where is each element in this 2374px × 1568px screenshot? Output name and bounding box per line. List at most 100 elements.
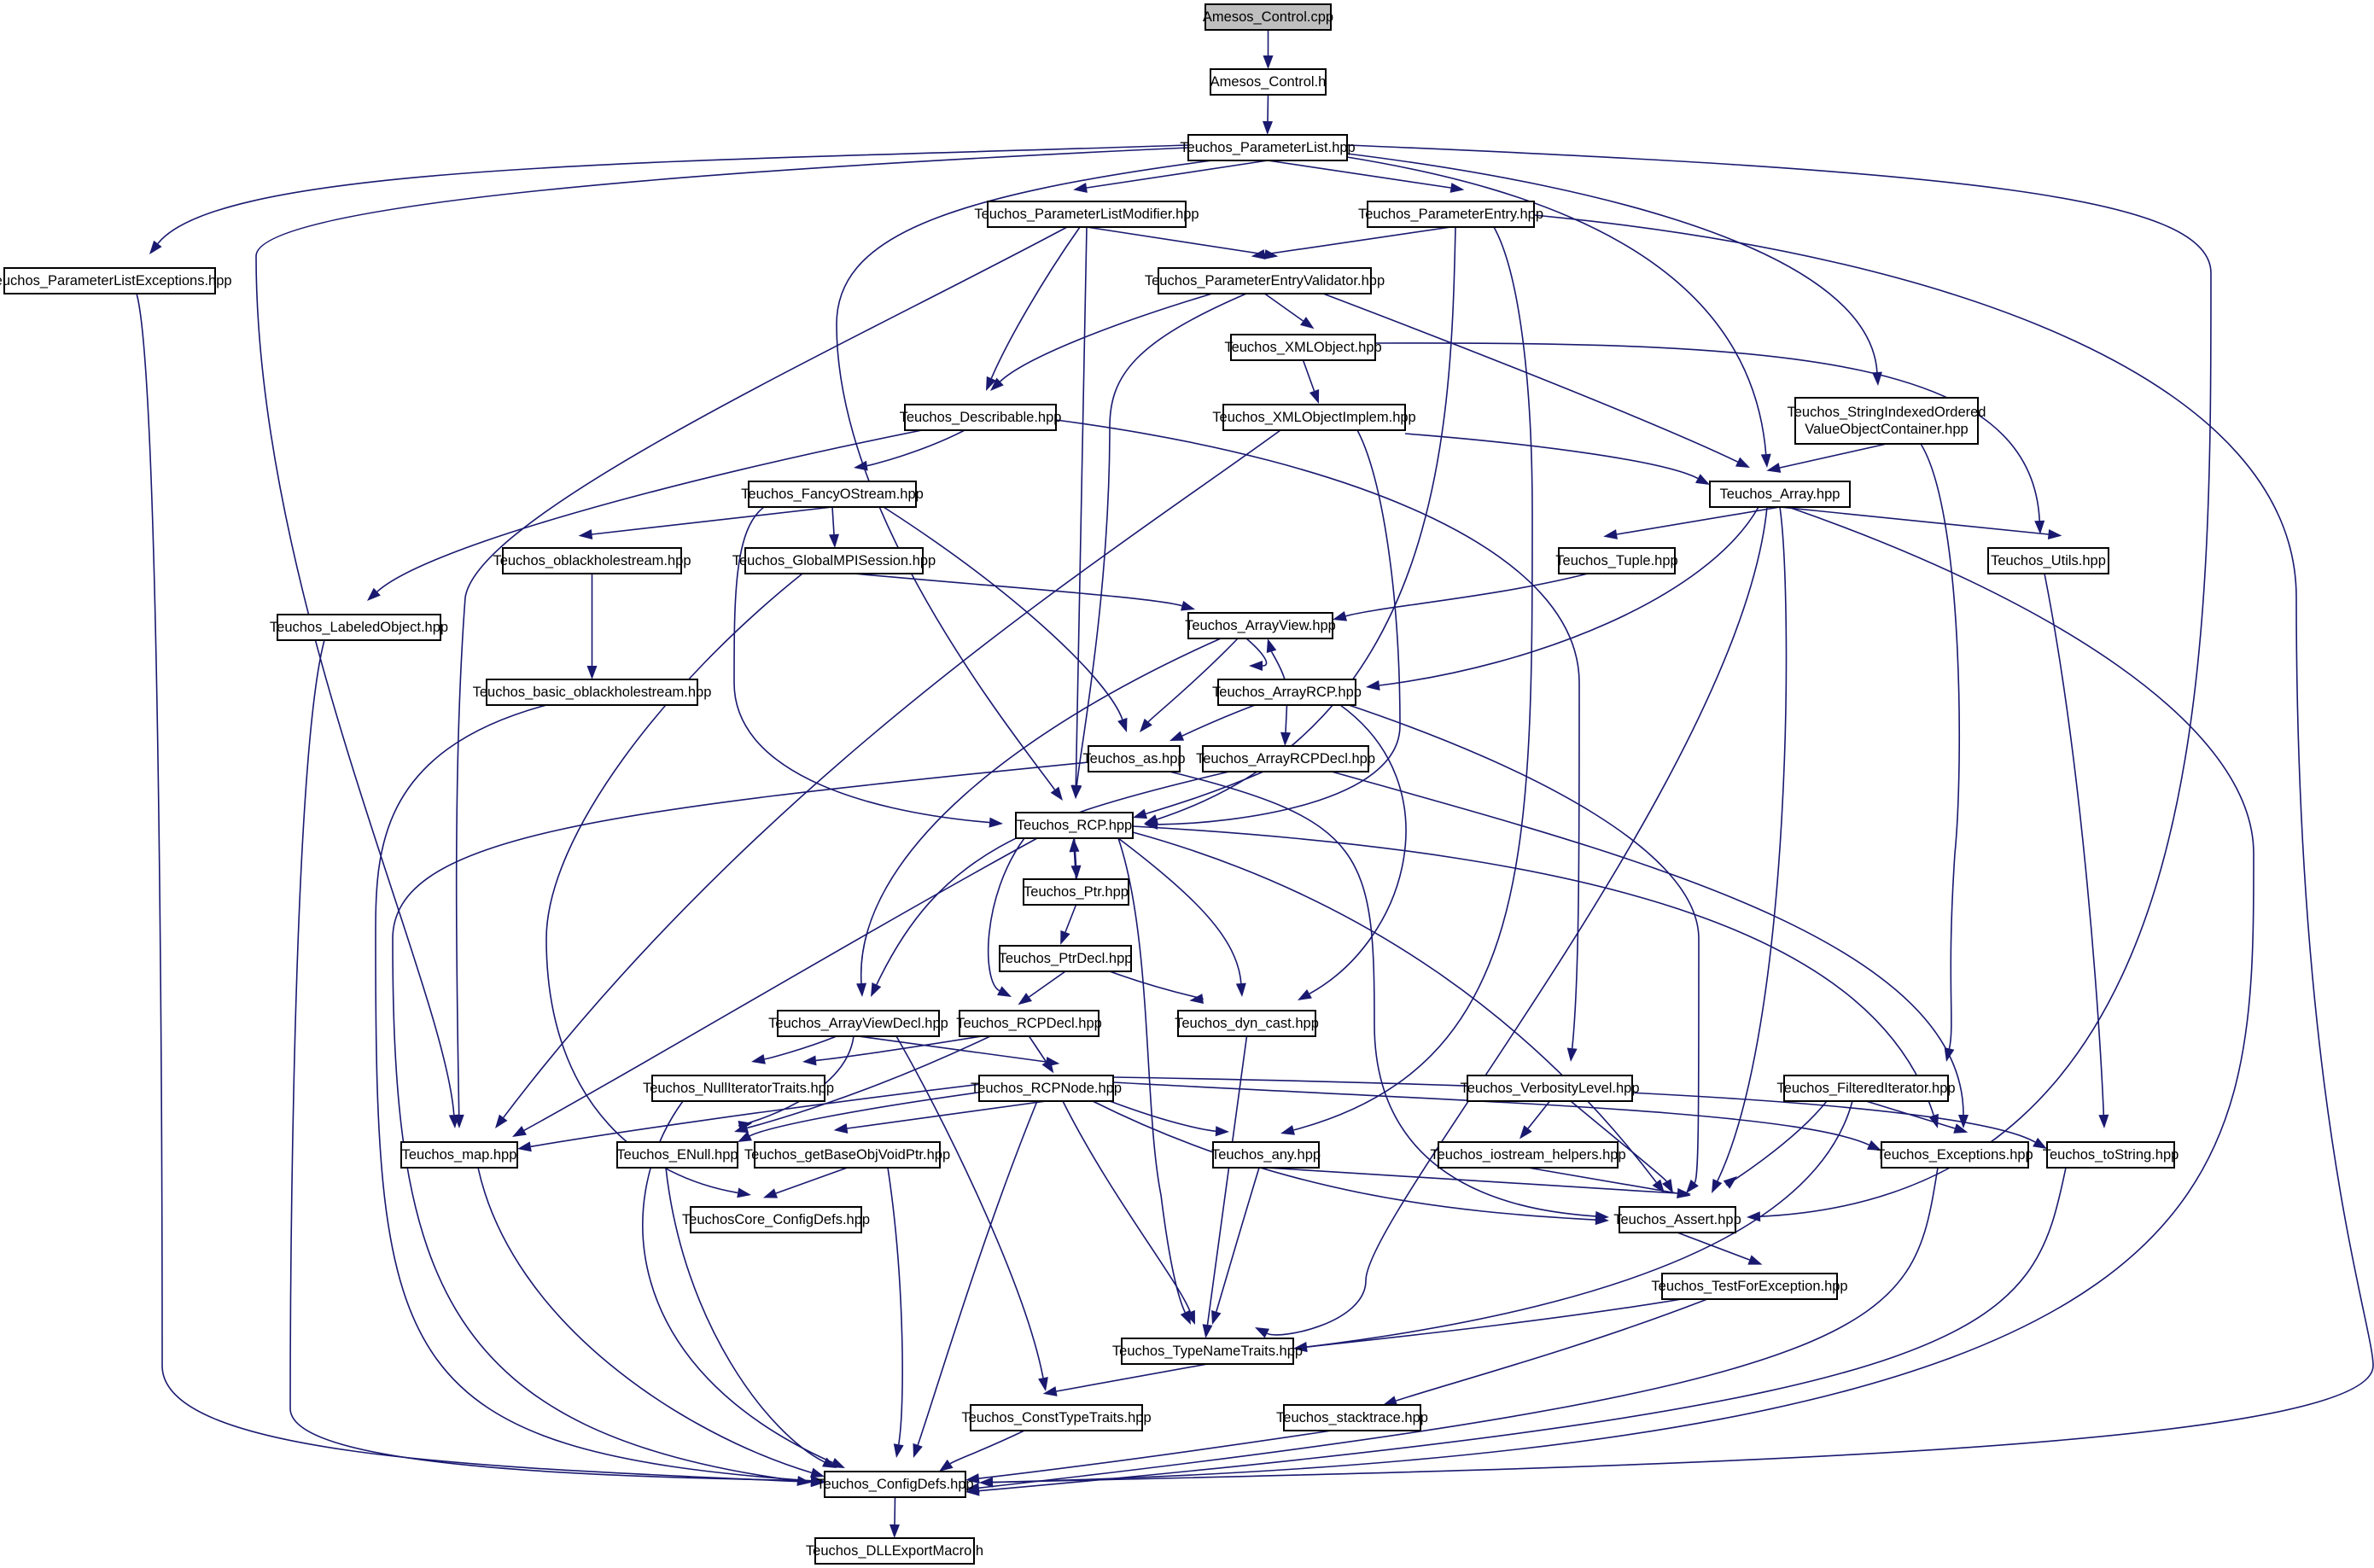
node-typename[interactable]: Teuchos_TypeNameTraits.hpp	[1112, 1338, 1303, 1365]
node-box[interactable]	[1619, 1206, 1736, 1233]
node-box[interactable]	[814, 1537, 975, 1565]
node-box[interactable]	[1187, 612, 1333, 639]
node-box[interactable]	[2046, 1141, 2175, 1169]
node-box[interactable]	[1283, 1404, 1421, 1431]
node-box[interactable]	[1121, 1338, 1294, 1365]
node-plmod[interactable]: Teuchos_ParameterListModifier.hpp	[974, 201, 1199, 228]
node-box[interactable]	[1210, 68, 1327, 96]
node-stacktrace[interactable]: Teuchos_stacktrace.hpp	[1276, 1404, 1428, 1431]
node-box[interactable]	[777, 1010, 940, 1037]
node-as[interactable]: Teuchos_as.hpp	[1082, 745, 1186, 772]
node-box[interactable]	[1987, 547, 2109, 574]
node-box[interactable]	[748, 481, 917, 508]
node-coreconfig[interactable]: TeuchosCore_ConfigDefs.hpp	[682, 1206, 870, 1233]
node-box[interactable]	[400, 1141, 518, 1169]
node-box[interactable]	[486, 679, 698, 706]
node-box[interactable]	[978, 1075, 1114, 1102]
edge-basicoblack-to-configdefs	[375, 704, 812, 1482]
node-testfor[interactable]: Teuchos_TestForException.hpp	[1651, 1273, 1848, 1300]
node-nullit[interactable]: Teuchos_NullIteratorTraits.hpp	[643, 1075, 834, 1102]
node-box[interactable]	[824, 1471, 966, 1498]
node-configdefs[interactable]: Teuchos_ConfigDefs.hpp	[816, 1471, 974, 1498]
node-xmlimpl[interactable]: Teuchos_XMLObjectImplem.hpp	[1212, 404, 1416, 431]
node-box[interactable]	[959, 1010, 1100, 1037]
node-verb[interactable]: Teuchos_VerbosityLevel.hpp	[1460, 1075, 1640, 1102]
node-box[interactable]	[1783, 1075, 1949, 1102]
node-box[interactable]	[1467, 1075, 1633, 1102]
node-pev[interactable]: Teuchos_ParameterEntryValidator.hpp	[1145, 267, 1385, 294]
node-box[interactable]	[1558, 547, 1676, 574]
node-box[interactable]	[1881, 1141, 2029, 1169]
node-label: Amesos_Control.cpp	[1203, 9, 1333, 25]
node-dyncast[interactable]: Teuchos_dyn_cast.hpp	[1175, 1010, 1319, 1037]
node-rcp[interactable]: Teuchos_RCP.hpp	[1015, 812, 1134, 839]
node-iostream[interactable]: Teuchos_iostream_helpers.hpp	[1430, 1141, 1626, 1169]
node-ptrdecl[interactable]: Teuchos_PtrDecl.hpp	[999, 945, 1133, 972]
node-plist[interactable]: Teuchos_ParameterList.hpp	[1180, 134, 1356, 161]
node-exceptions[interactable]: Teuchos_Exceptions.hpp	[1876, 1141, 2033, 1169]
node-box[interactable]	[1222, 404, 1406, 431]
node-control-cpp[interactable]: Amesos_Control.cpp	[1203, 3, 1333, 31]
node-arrayrcp[interactable]: Teuchos_ArrayRCP.hpp	[1212, 679, 1362, 706]
node-box[interactable]	[1709, 481, 1851, 508]
node-utils[interactable]: Teuchos_Utils.hpp	[1987, 547, 2109, 574]
node-box[interactable]	[616, 1141, 738, 1169]
node-box[interactable]	[970, 1404, 1143, 1431]
node-box[interactable]	[1023, 878, 1129, 906]
node-box[interactable]	[1661, 1273, 1838, 1300]
node-array[interactable]: Teuchos_Array.hpp	[1709, 481, 1851, 508]
node-ptr[interactable]: Teuchos_Ptr.hpp	[1023, 878, 1129, 906]
node-box[interactable]	[1187, 134, 1348, 161]
node-oblack[interactable]: Teuchos_oblackholestream.hpp	[493, 547, 691, 574]
node-filtered[interactable]: Teuchos_FilteredIterator.hpp	[1776, 1075, 1956, 1102]
node-box[interactable]	[987, 201, 1187, 228]
node-arrayview[interactable]: Teuchos_ArrayView.hpp	[1185, 612, 1336, 639]
node-rcpnode[interactable]: Teuchos_RCPNode.hpp	[971, 1075, 1122, 1102]
node-box[interactable]	[651, 1075, 825, 1102]
node-box[interactable]	[1438, 1141, 1619, 1169]
node-getbase[interactable]: Teuchos_getBaseObjVoidPtr.hpp	[744, 1141, 950, 1169]
node-labeled[interactable]: Teuchos_LabeledObject.hpp	[270, 614, 448, 641]
node-xmlobj[interactable]: Teuchos_XMLObject.hpp	[1224, 334, 1382, 361]
node-consttype[interactable]: Teuchos_ConstTypeTraits.hpp	[961, 1404, 1152, 1431]
node-plexc[interactable]: Teuchos_ParameterListExceptions.hpp	[0, 267, 232, 294]
node-map[interactable]: Teuchos_map.hpp	[400, 1141, 518, 1169]
node-box[interactable]	[3, 267, 216, 294]
node-box[interactable]	[754, 1141, 941, 1169]
node-avdecl[interactable]: Teuchos_ArrayViewDecl.hpp	[768, 1010, 948, 1037]
node-pentry[interactable]: Teuchos_ParameterEntry.hpp	[1358, 201, 1543, 228]
node-fancy[interactable]: Teuchos_FancyOStream.hpp	[741, 481, 924, 508]
node-box[interactable]	[1177, 1010, 1316, 1037]
node-box[interactable]	[1230, 334, 1376, 361]
node-enull[interactable]: Teuchos_ENull.hpp	[616, 1141, 738, 1169]
node-dllexport[interactable]: Teuchos_DLLExportMacro.h	[806, 1537, 983, 1565]
node-box[interactable]	[690, 1206, 862, 1233]
node-strindexed[interactable]: Teuchos_StringIndexedOrderedValueObjectC…	[1788, 397, 1986, 445]
edge-xmlimpl-to-map	[503, 429, 1281, 1118]
node-box[interactable]	[904, 404, 1057, 431]
node-box[interactable]	[1202, 745, 1369, 772]
node-box[interactable]	[1204, 3, 1332, 31]
node-box[interactable]	[502, 547, 682, 574]
node-tostring[interactable]: Teuchos_toString.hpp	[2043, 1141, 2179, 1169]
node-box[interactable]	[1217, 679, 1356, 706]
arrowhead-arrayview-to-avdecl	[856, 982, 867, 997]
node-box[interactable]	[1088, 745, 1181, 772]
node-box[interactable]	[999, 945, 1132, 972]
node-box[interactable]	[1212, 1141, 1320, 1169]
node-box[interactable]	[1367, 201, 1535, 228]
node-box[interactable]	[277, 614, 441, 641]
node-rcpdecl[interactable]: Teuchos_RCPDecl.hpp	[956, 1010, 1102, 1037]
node-tuple[interactable]: Teuchos_Tuple.hpp	[1555, 547, 1678, 574]
node-box[interactable]	[744, 547, 924, 574]
node-describable[interactable]: Teuchos_Describable.hpp	[900, 404, 1062, 431]
node-gmpi[interactable]: Teuchos_GlobalMPISession.hpp	[732, 547, 936, 574]
node-basicoblack[interactable]: Teuchos_basic_oblackholestream.hpp	[473, 679, 712, 706]
node-arrayrcpdecl[interactable]: Teuchos_ArrayRCPDecl.hpp	[1196, 745, 1375, 772]
node-any[interactable]: Teuchos_any.hpp	[1211, 1141, 1321, 1169]
node-box[interactable]	[1158, 267, 1372, 294]
node-box[interactable]	[1794, 397, 1979, 445]
node-assert[interactable]: Teuchos_Assert.hpp	[1613, 1206, 1741, 1233]
node-control-h[interactable]: Amesos_Control.h	[1210, 68, 1327, 96]
node-box[interactable]	[1015, 812, 1134, 839]
